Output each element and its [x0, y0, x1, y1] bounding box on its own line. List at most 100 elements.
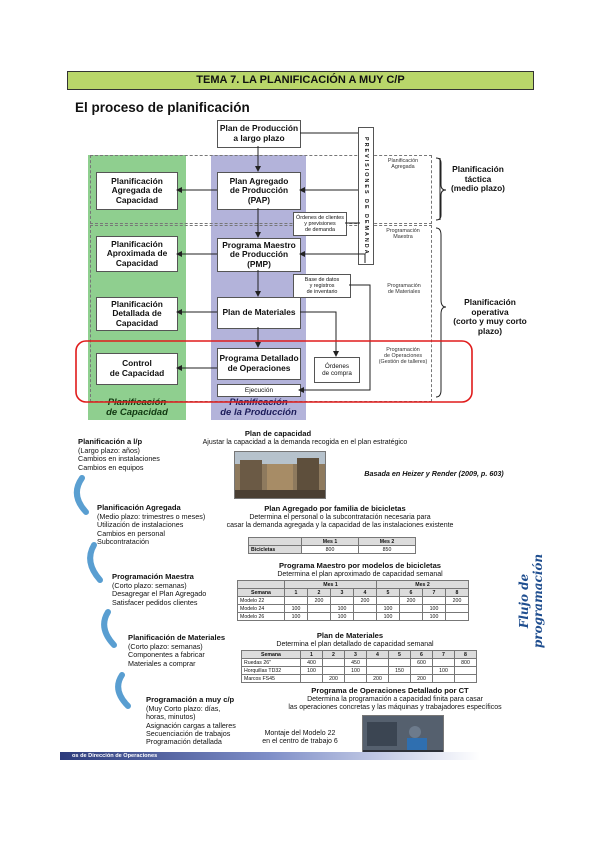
mat-cell — [410, 666, 433, 675]
master-cell — [422, 596, 446, 605]
flow-side-label-text: Flujo de programación — [517, 553, 545, 649]
aggregate-plan-desc: Determina el personal o la subcontrataci… — [226, 514, 454, 530]
mat-cell — [454, 666, 477, 675]
inventory-database-note: Base de datos y registros de inventario — [293, 274, 351, 298]
master-cell — [330, 596, 354, 605]
pmp-box: Programa Maestro de Producción (PMP) — [217, 238, 301, 272]
master-cell — [284, 596, 308, 605]
step-shortterm-desc: (Muy Corto plazo: días, horas, minutos) … — [146, 704, 236, 747]
master-cell — [307, 612, 331, 621]
step-materials-desc: (Corto plazo: semanas) Componentes a fab… — [128, 642, 205, 668]
flow-arrows — [73, 475, 131, 709]
mat-cell: 200 — [322, 674, 345, 683]
label-master: Programación Maestra — [386, 228, 420, 241]
tactical-zone — [90, 155, 432, 224]
mat-cell: 400 — [300, 658, 323, 667]
source-citation: Basada en Heizer y Render (2009, p. 603) — [364, 469, 504, 478]
step-master-desc: (Corto plazo: semanas) Desagregar el Pla… — [112, 581, 207, 607]
long-range-plan-box: Plan de Producción a largo plazo — [217, 120, 301, 148]
master-month-blank — [237, 580, 285, 589]
master-h0: Semana — [237, 588, 285, 597]
aggregate-plan-title: Plan Agregado por familia de bicicletas — [264, 504, 406, 513]
master-cell: 100 — [422, 604, 446, 613]
mat-cell — [388, 658, 411, 667]
mat-cell: 150 — [388, 666, 411, 675]
mat-cell — [322, 666, 345, 675]
tactical-label: Planificación táctica (medio plazo) — [451, 164, 505, 194]
step-longterm-desc: (Largo plazo: años) Cambios en instalaci… — [78, 446, 160, 472]
purchase-orders-box: Órdenes de compra — [314, 357, 360, 383]
master-h: 8 — [445, 588, 469, 597]
approx-capacity-box: Planificación Aproximada de Capacidad — [96, 236, 178, 272]
master-program-desc: Determina el plan aproximado de capacida… — [277, 571, 443, 578]
mat-cell — [454, 674, 477, 683]
demand-forecast-box: PREVISIONES DE DEMANDA — [358, 127, 374, 265]
mat-cell — [322, 658, 345, 667]
master-cell — [399, 612, 423, 621]
photo-caption: Montaje del Modelo 22 en el centro de tr… — [262, 730, 338, 746]
agg-header-blank — [248, 537, 302, 546]
materials-plan-desc: Determina el plan detallado de capacidad… — [276, 641, 434, 648]
master-cell: 100 — [330, 612, 354, 621]
agg-header-month1: Mes 1 — [301, 537, 359, 546]
master-cell — [445, 604, 469, 613]
construction-photo — [234, 451, 326, 499]
master-h: 7 — [422, 588, 446, 597]
label-materials: Programación de Materiales — [387, 283, 421, 296]
master-cell: 200 — [445, 596, 469, 605]
label-operations: Programación de Operaciones (Gestión de … — [378, 347, 428, 366]
master-cell — [353, 604, 377, 613]
master-h: 3 — [330, 588, 354, 597]
master-cell — [399, 604, 423, 613]
master-table: Mes 1 Mes 2 Semana 1 2 3 4 5 6 7 8 Model… — [237, 580, 469, 621]
master-cell — [353, 612, 377, 621]
master-h: 4 — [353, 588, 377, 597]
mat-h: 4 — [366, 650, 389, 659]
capacity-plan-title: Plan de capacidad — [244, 429, 312, 438]
mat-cell: 100 — [300, 666, 323, 675]
master-cell: 100 — [284, 612, 308, 621]
workshop-photo — [362, 715, 444, 757]
master-h: 1 — [284, 588, 308, 597]
master-row-label: Modelo 22 — [237, 596, 285, 605]
mat-cell: 100 — [432, 666, 455, 675]
capacity-plan-desc: Ajustar la capacidad a la demanda recogi… — [202, 439, 408, 446]
aggregate-table: Mes 1 Mes 2 Bicicletas 800 850 — [248, 537, 416, 554]
mat-h: 7 — [432, 650, 455, 659]
mat-h0: Semana — [241, 650, 301, 659]
mat-cell — [344, 674, 367, 683]
agg-cell: 800 — [301, 545, 359, 554]
step-aggregate-desc: (Medio plazo: trimestres o meses) Utiliz… — [97, 512, 206, 546]
master-row-label: Modelo 24 — [237, 604, 285, 613]
mat-cell — [366, 666, 389, 675]
mat-cell — [366, 658, 389, 667]
agg-header-month2: Mes 2 — [358, 537, 416, 546]
master-month2: Mes 2 — [376, 580, 469, 589]
master-cell: 200 — [307, 596, 331, 605]
materials-table: Semana 1 2 3 4 5 6 7 8 Ruedas 26" 400 45… — [241, 650, 477, 683]
materials-plan-title: Plan de Materiales — [316, 631, 384, 640]
mat-cell: 100 — [344, 666, 367, 675]
detailed-ops-box: Programa Detallado de Operaciones — [217, 348, 301, 380]
footer-text: os de Dirección de Operaciones — [72, 753, 158, 759]
master-month1: Mes 1 — [284, 580, 377, 589]
mat-cell: 450 — [344, 658, 367, 667]
step-aggregate-title: Planificación Agregada — [97, 503, 181, 512]
step-master-title: Programación Maestra — [112, 572, 194, 581]
agg-row-label: Bicicletas — [248, 545, 302, 554]
master-cell: 100 — [422, 612, 446, 621]
master-cell — [307, 604, 331, 613]
step-shortterm-title: Programación a muy c/p — [146, 695, 235, 704]
mat-row-label: Marcos FS45 — [241, 674, 301, 683]
mat-h: 5 — [388, 650, 411, 659]
detailed-capacity-box: Planificación Detallada de Capacidad — [96, 297, 178, 331]
master-cell: 200 — [399, 596, 423, 605]
diagram-connectors — [75, 132, 473, 403]
page-title: El proceso de planificación — [75, 100, 250, 115]
master-h: 5 — [376, 588, 400, 597]
operative-label: Planificación operativa (corto y muy cor… — [453, 297, 527, 336]
master-cell: 100 — [284, 604, 308, 613]
step-longterm-title: Planificación a l/p — [78, 437, 143, 446]
pap-box: Plan Agregado de Producción (PAP) — [217, 172, 301, 210]
mat-h: 6 — [410, 650, 433, 659]
